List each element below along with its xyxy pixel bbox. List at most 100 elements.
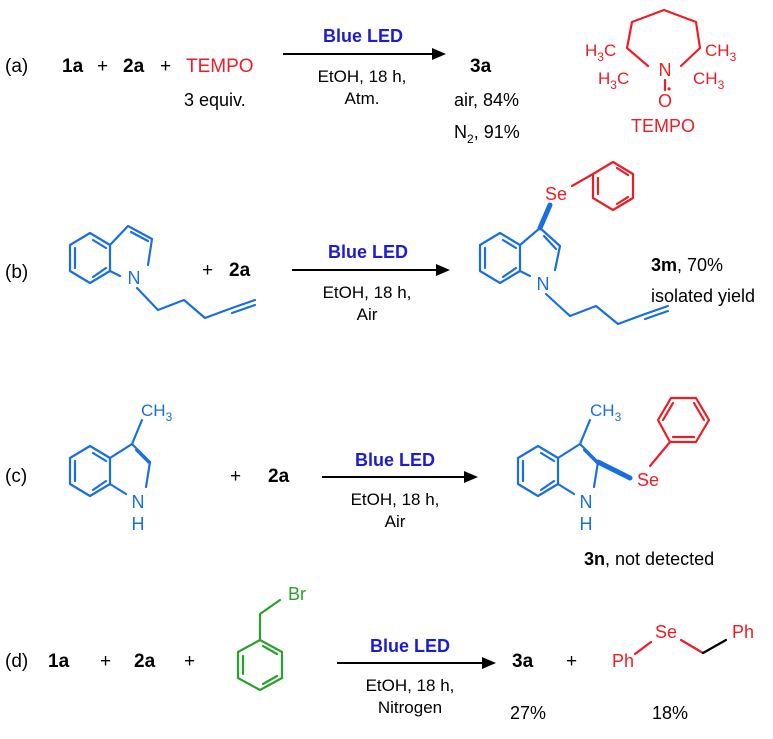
- selenium-atom: Se: [655, 622, 677, 642]
- tempo-n-atom: N: [659, 60, 672, 80]
- methyl-bond: [130, 418, 144, 446]
- double-bonds: [521, 448, 599, 492]
- methyl-label: CH3: [693, 69, 725, 92]
- product-3m-structure: N Se: [478, 160, 670, 326]
- 3-methylindole: CH3 N H: [68, 401, 173, 534]
- methyl-label: H3C: [598, 69, 629, 92]
- arrow-head: [436, 264, 450, 276]
- blue-led-label: Blue LED: [328, 242, 408, 262]
- yield-nitrogen: N2, 91%: [454, 122, 520, 146]
- se-ch2-bond: [679, 638, 705, 655]
- phenyl-ring: [236, 638, 284, 692]
- plus-sign: +: [566, 651, 577, 672]
- isolated-yield-note: isolated yield: [651, 286, 755, 306]
- condition-solvent: EtOH, 18 h,: [323, 283, 412, 302]
- panel-d-label: (d): [5, 651, 28, 672]
- panel-b: (b) N + 2a Blue LED EtOH, 18 h, Air N Se…: [5, 160, 755, 326]
- plus-sign: +: [160, 56, 171, 77]
- plus-sign: +: [202, 260, 213, 281]
- tempo-equiv: 3 equiv.: [184, 90, 246, 110]
- butenyl-chain: [135, 286, 257, 320]
- arrow-head: [464, 471, 478, 483]
- reactant-1a: 1a: [48, 651, 70, 672]
- product-3n-structure: CH3 N H Se: [516, 396, 711, 534]
- se-phenyl-bond: [648, 440, 672, 468]
- reactant-2a: 2a: [123, 56, 145, 77]
- condition-atmosphere: Air: [385, 512, 406, 531]
- methyl-label: H3C: [585, 41, 616, 64]
- indole-rings: [478, 226, 562, 285]
- double-bonds: [73, 230, 150, 279]
- double-bonds: [73, 448, 151, 492]
- plus-sign: +: [97, 56, 108, 77]
- bromine-atom: Br: [288, 584, 306, 604]
- phenyl-ring: [591, 160, 635, 212]
- reactant-1a: 1a: [62, 56, 84, 77]
- methyl-label: CH3: [141, 401, 173, 424]
- tempo-structure: N O • H3C CH3 H3C CH3 TEMPO: [585, 8, 737, 136]
- arrow-head: [482, 657, 496, 669]
- blue-led-label: Blue LED: [370, 636, 450, 656]
- reactant-2a: 2a: [229, 260, 251, 281]
- se-phenyl-bond: [570, 172, 595, 188]
- product-3a: 3a: [470, 56, 492, 77]
- tempo-o-atom: O: [658, 91, 672, 111]
- yield-air: air, 84%: [454, 90, 519, 110]
- indole-n-atom: N: [128, 268, 141, 288]
- indole-n-atom: N: [132, 492, 145, 512]
- reactant-2a: 2a: [268, 466, 290, 487]
- panel-c-label: (c): [5, 466, 27, 487]
- panel-b-label: (b): [5, 262, 28, 283]
- condition-solvent: EtOH, 18 h,: [351, 490, 440, 509]
- condition-solvent: EtOH, 18 h,: [366, 676, 455, 695]
- ph-se-bond: [633, 640, 653, 656]
- condition-solvent: EtOH, 18 h,: [318, 67, 407, 86]
- plus-sign: +: [230, 466, 241, 487]
- product-3m-yield: 3m, 70%: [651, 255, 723, 275]
- indole-h-atom: H: [132, 514, 145, 534]
- phenyl-ring: [656, 396, 711, 444]
- indole-rings: [68, 224, 154, 285]
- n-butenyl-indole: N: [68, 224, 257, 320]
- phenyl-label: Ph: [612, 651, 634, 671]
- tempo-reagent: TEMPO: [186, 56, 254, 77]
- reactant-2a: 2a: [134, 651, 156, 672]
- condition-atmosphere: Nitrogen: [378, 698, 442, 717]
- product-3a: 3a: [512, 651, 534, 672]
- c-se-bond: [595, 459, 633, 481]
- methyl-bond: [578, 418, 592, 446]
- methyl-label: CH3: [590, 401, 622, 424]
- methyl-label: CH3: [705, 41, 737, 64]
- butenyl-chain: [544, 292, 670, 326]
- benzyl-bromide: Br: [236, 584, 306, 692]
- panel-a: (a) 1a + 2a + TEMPO 3 equiv. Blue LED Et…: [5, 8, 737, 146]
- panel-d: (d) 1a + 2a + Br Blue LED EtOH, 18 h, Ni…: [5, 584, 754, 723]
- ch2-ph-bond: [701, 638, 728, 655]
- blue-led-label: Blue LED: [355, 450, 435, 470]
- panel-a-label: (a): [5, 56, 28, 77]
- benzyl-phenyl-selenide: Ph Se Ph: [612, 622, 754, 671]
- piperidine-ring: [625, 8, 702, 68]
- arrow-head: [432, 48, 446, 60]
- c-se-bond: [537, 202, 553, 231]
- selenium-atom: Se: [637, 470, 659, 490]
- panel-c: (c) CH3 N H + 2a Blue LED EtOH, 18 h, Ai…: [5, 396, 714, 569]
- indole-h-atom: H: [580, 514, 593, 534]
- indole-rings: [68, 442, 152, 498]
- ch2-bond: [258, 598, 282, 642]
- indole-n-atom: N: [580, 492, 593, 512]
- double-bonds: [483, 234, 558, 279]
- yield-3a: 27%: [510, 703, 546, 723]
- indole-n-atom: N: [537, 274, 550, 294]
- condition-atmosphere: Atm.: [345, 89, 380, 108]
- product-3n-result: 3n, not detected: [584, 549, 714, 569]
- radical-dot: •: [667, 82, 671, 96]
- condition-atmosphere: Air: [357, 305, 378, 324]
- indole-rings: [516, 442, 600, 498]
- selenium-atom: Se: [545, 184, 567, 204]
- plus-sign: +: [184, 651, 195, 672]
- blue-led-label: Blue LED: [323, 26, 403, 46]
- phenyl-label: Ph: [732, 622, 754, 642]
- plus-sign: +: [100, 651, 111, 672]
